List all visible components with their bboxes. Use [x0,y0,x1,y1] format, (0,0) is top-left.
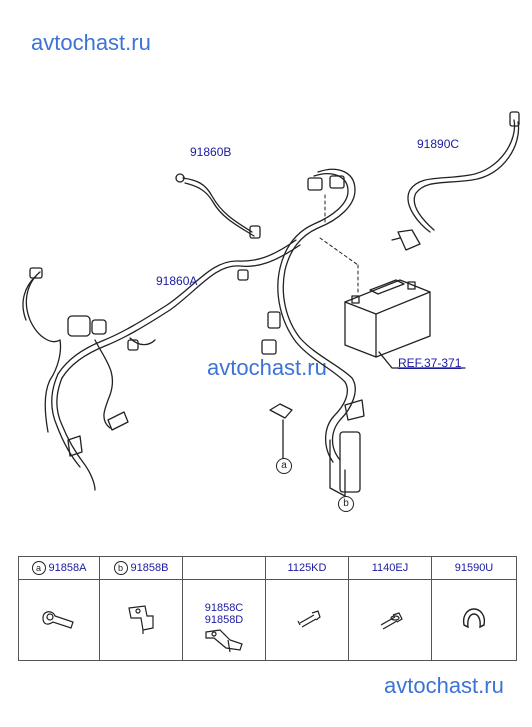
legend-cell-bolt-washer [348,579,432,661]
battery [344,279,431,358]
wiring-harness-diagram [22,111,520,497]
legend-cell-bolt [265,579,349,661]
marker-b: b [338,496,354,512]
label-91860a: 91860A [156,274,198,288]
clip-a-icon [42,610,74,629]
marker-a: a [276,458,292,474]
legend-header-cell: 91590U [431,556,517,580]
legend-code: 91858B [130,562,169,574]
legend-marker-a: a [31,561,46,575]
legend-cell-bracket-cd: 91858C 91858D [182,579,266,661]
legend-header-cell: 1125KD [265,556,349,580]
legend-code-91858c: 91858C [204,602,244,614]
bolt-washer-icon [380,611,403,630]
leader-lines [319,194,359,293]
cable-91860b [175,173,261,239]
legend-code: 91590U [454,562,494,574]
cable-91860a [22,168,365,497]
bracket-cd-icon [205,629,243,653]
legend-header-cell [182,556,266,580]
label-91860b: 91860B [190,145,232,159]
legend-code-91858d: 91858D [204,614,244,626]
watermark-middle: avtochast.ru [207,355,327,380]
legend-cell-clip-a [18,579,100,661]
label-ref-37-371[interactable]: REF.37-371 [398,356,462,370]
watermark-top: avtochast.ru [31,30,151,55]
legend-cell-bracket-b [99,579,183,661]
grommet-icon [462,607,486,628]
ref-leader [378,351,466,369]
legend-header-cell: 1140EJ [348,556,432,580]
legend-code: 91858A [48,562,87,574]
watermark-bottom: avtochast.ru [384,673,504,698]
legend-marker-b: b [113,561,128,575]
legend-image-row: 91858C 91858D [18,579,517,661]
bolt-icon [297,609,321,628]
cable-91890c [391,111,520,251]
legend-code: 1140EJ [371,562,409,574]
label-91890c: 91890C [417,137,460,151]
legend-code: 1125KD [287,562,327,574]
legend-cell-grommet [431,579,517,661]
bracket-b-icon [128,604,154,634]
